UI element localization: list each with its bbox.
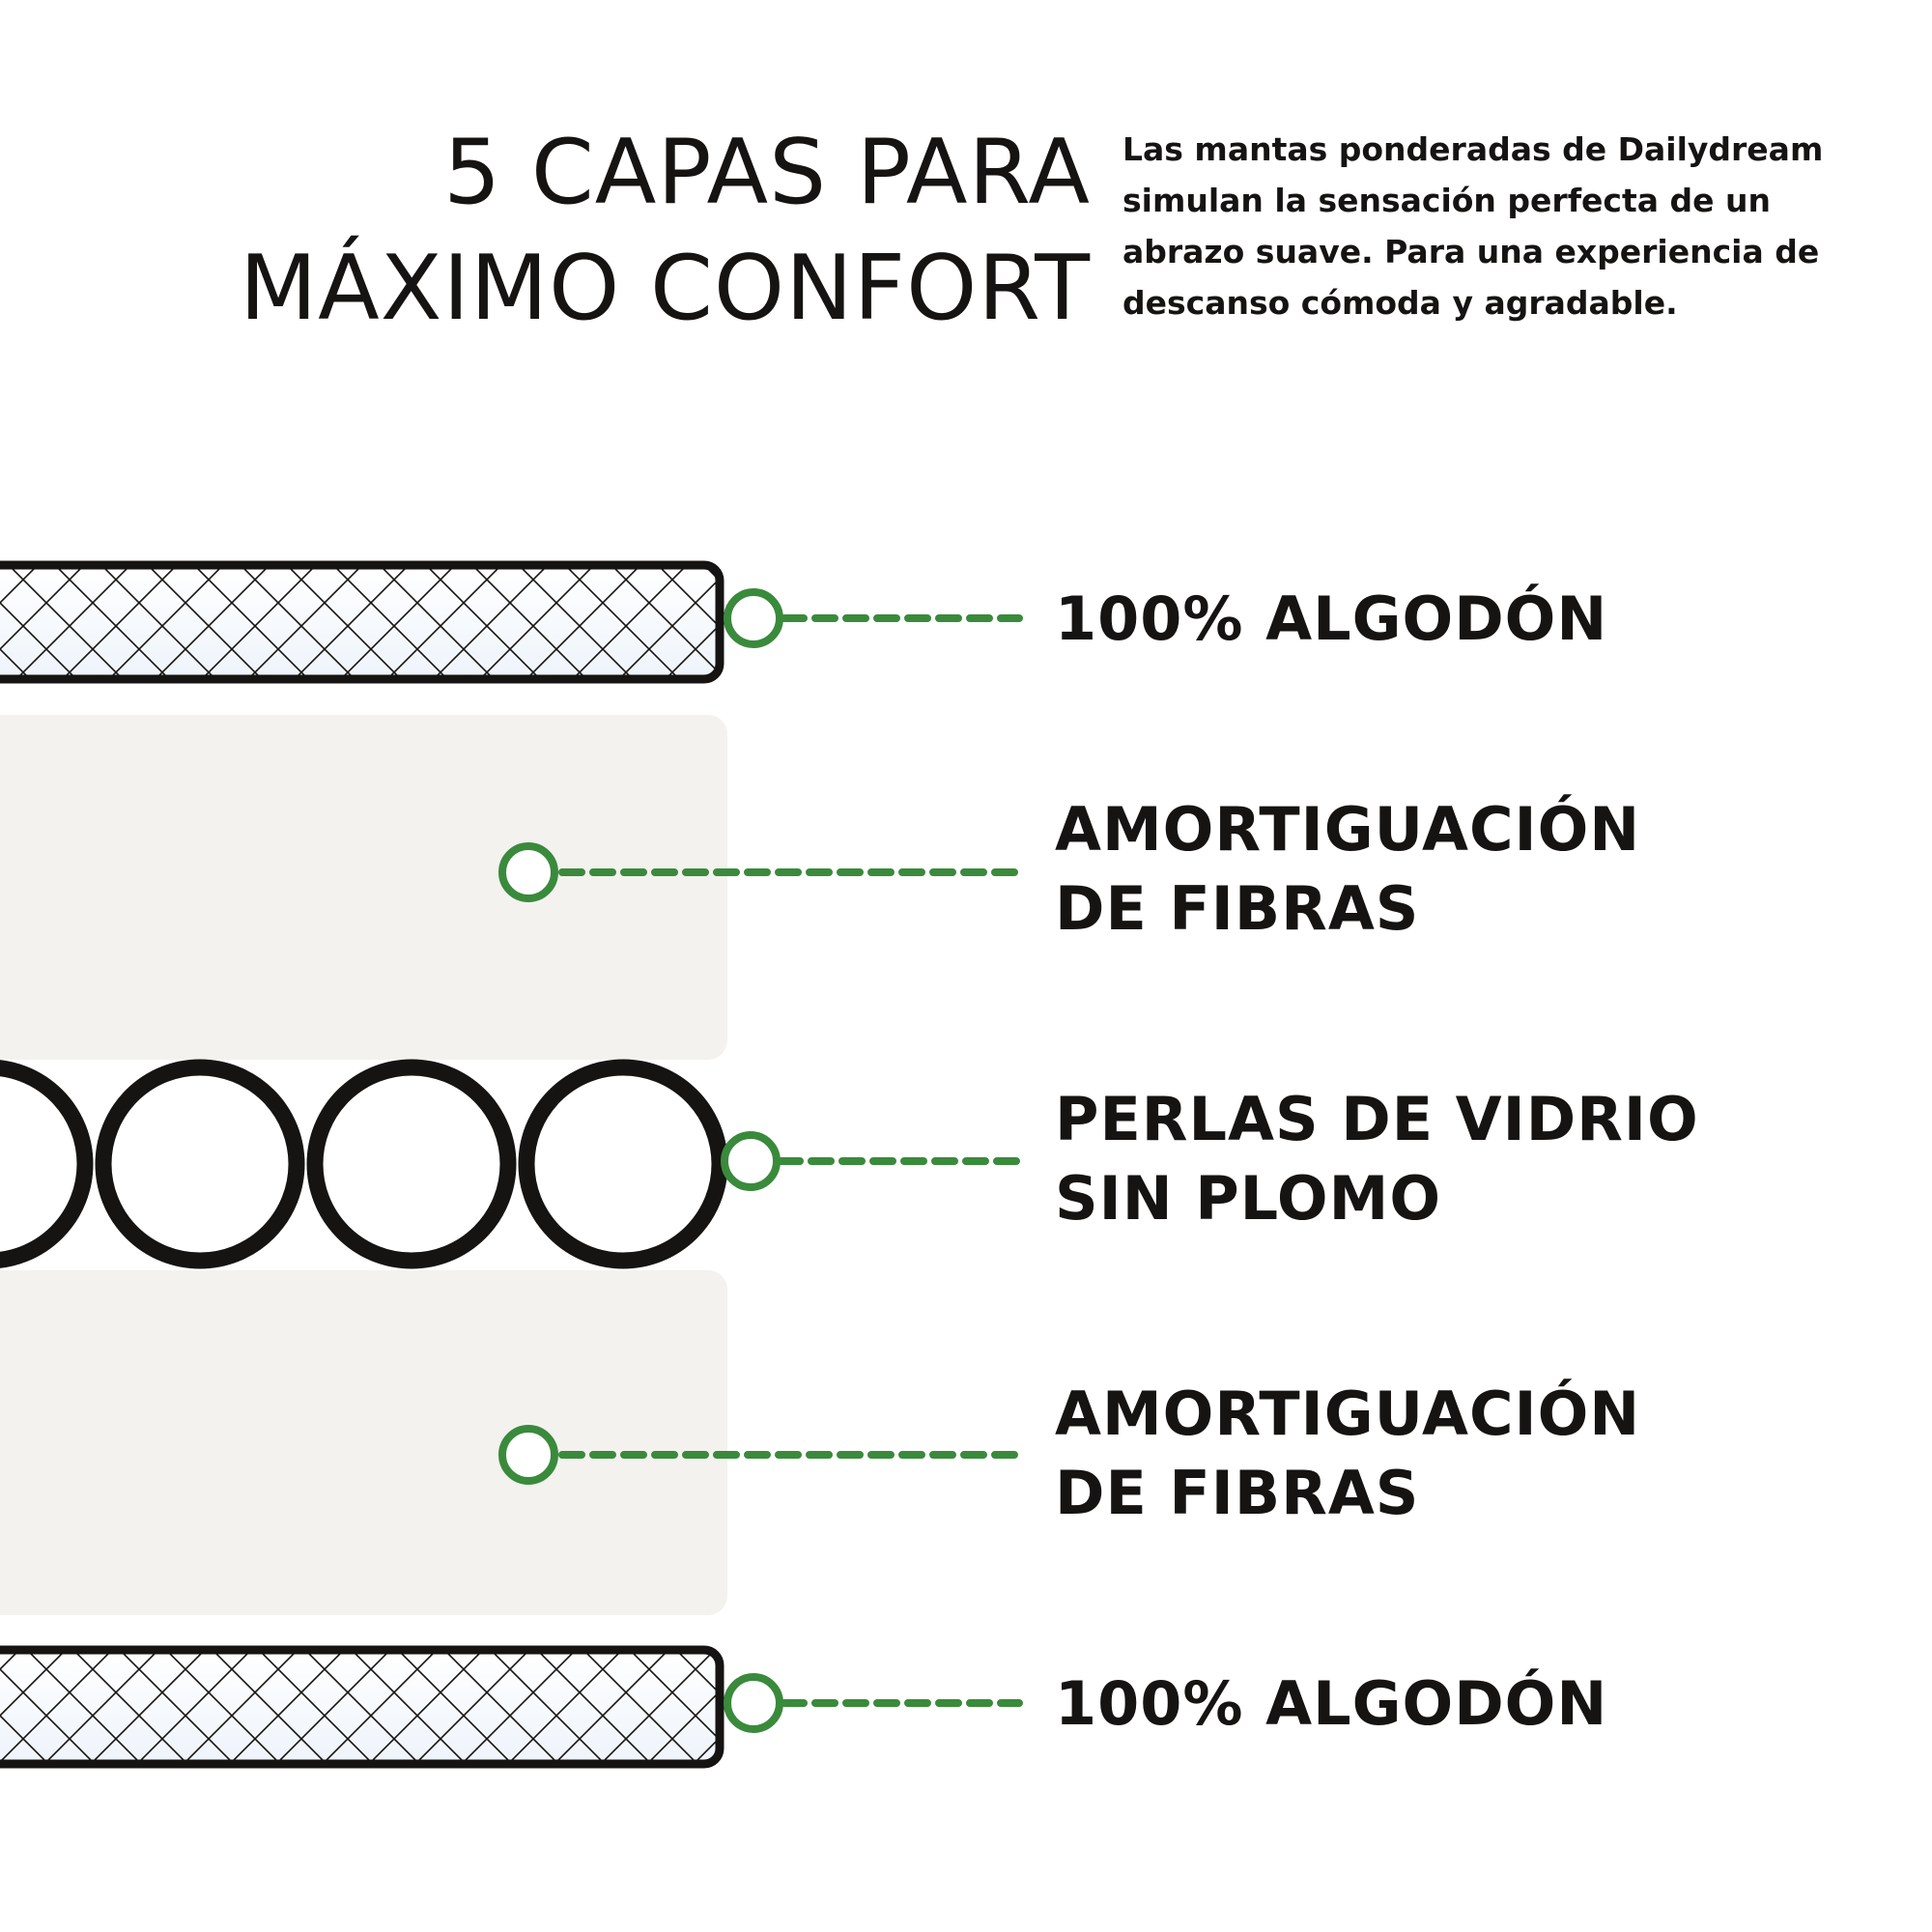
cotton-outline [0, 560, 724, 684]
callout-2 [498, 842, 1023, 902]
callout-ring [724, 1673, 783, 1733]
cotton-quilting [0, 565, 720, 679]
glass-bead [306, 1059, 517, 1269]
layer-cotton-bottom [0, 1645, 724, 1769]
callout-3 [721, 1131, 1023, 1191]
label-line: SIN PLOMO [1055, 1163, 1442, 1234]
label-layer-2: AMORTIGUACIÓN DE FIBRAS [1055, 790, 1640, 949]
label-layer-4: AMORTIGUACIÓN DE FIBRAS [1055, 1375, 1640, 1533]
title-line-1: 5 CAPAS PARA [443, 120, 1091, 224]
layer-glass-beads [0, 1059, 728, 1269]
layer-cotton-top [0, 560, 724, 684]
label-line: 100% ALGODÓN [1055, 583, 1608, 654]
callout-ring [498, 842, 558, 902]
callout-4 [498, 1425, 1023, 1485]
page-title: 5 CAPAS PARA MÁXIMO CONFORT [240, 114, 1091, 346]
callout-ring [498, 1425, 558, 1485]
title-line-2: MÁXIMO CONFORT [239, 236, 1091, 340]
callout-1 [724, 588, 1023, 648]
label-layer-3: PERLAS DE VIDRIO SIN PLOMO [1055, 1080, 1699, 1238]
layer-fiber-padding-upper [0, 715, 727, 1060]
cotton-quilting [0, 1650, 720, 1764]
intro-line-4: descanso cómoda y agradable. [1122, 284, 1678, 322]
intro-text: Las mantas ponderadas de Dailydream simu… [1122, 124, 1837, 328]
intro-line-2: simulan la sensación perfecta de un [1122, 182, 1772, 219]
callout-ring [721, 1131, 781, 1191]
intro-line-3: abrazo suave. Para una experiencia de [1122, 233, 1820, 270]
cotton-outline [0, 1645, 724, 1769]
label-line: 100% ALGODÓN [1055, 1668, 1608, 1739]
layer-fiber-padding-lower [0, 1270, 727, 1615]
label-line: DE FIBRAS [1055, 1458, 1420, 1528]
callout-5 [724, 1673, 1023, 1733]
callout-ring [724, 588, 783, 648]
label-line: AMORTIGUACIÓN [1055, 1378, 1641, 1449]
label-line: AMORTIGUACIÓN [1055, 794, 1641, 865]
intro-line-1: Las mantas ponderadas de Dailydream [1122, 130, 1824, 168]
glass-bead [518, 1059, 728, 1269]
label-line: DE FIBRAS [1055, 873, 1420, 944]
glass-bead [95, 1059, 305, 1269]
label-layer-1: 100% ALGODÓN [1055, 580, 1607, 659]
label-layer-5: 100% ALGODÓN [1055, 1664, 1607, 1744]
label-line: PERLAS DE VIDRIO [1055, 1084, 1699, 1154]
glass-bead [0, 1060, 94, 1268]
